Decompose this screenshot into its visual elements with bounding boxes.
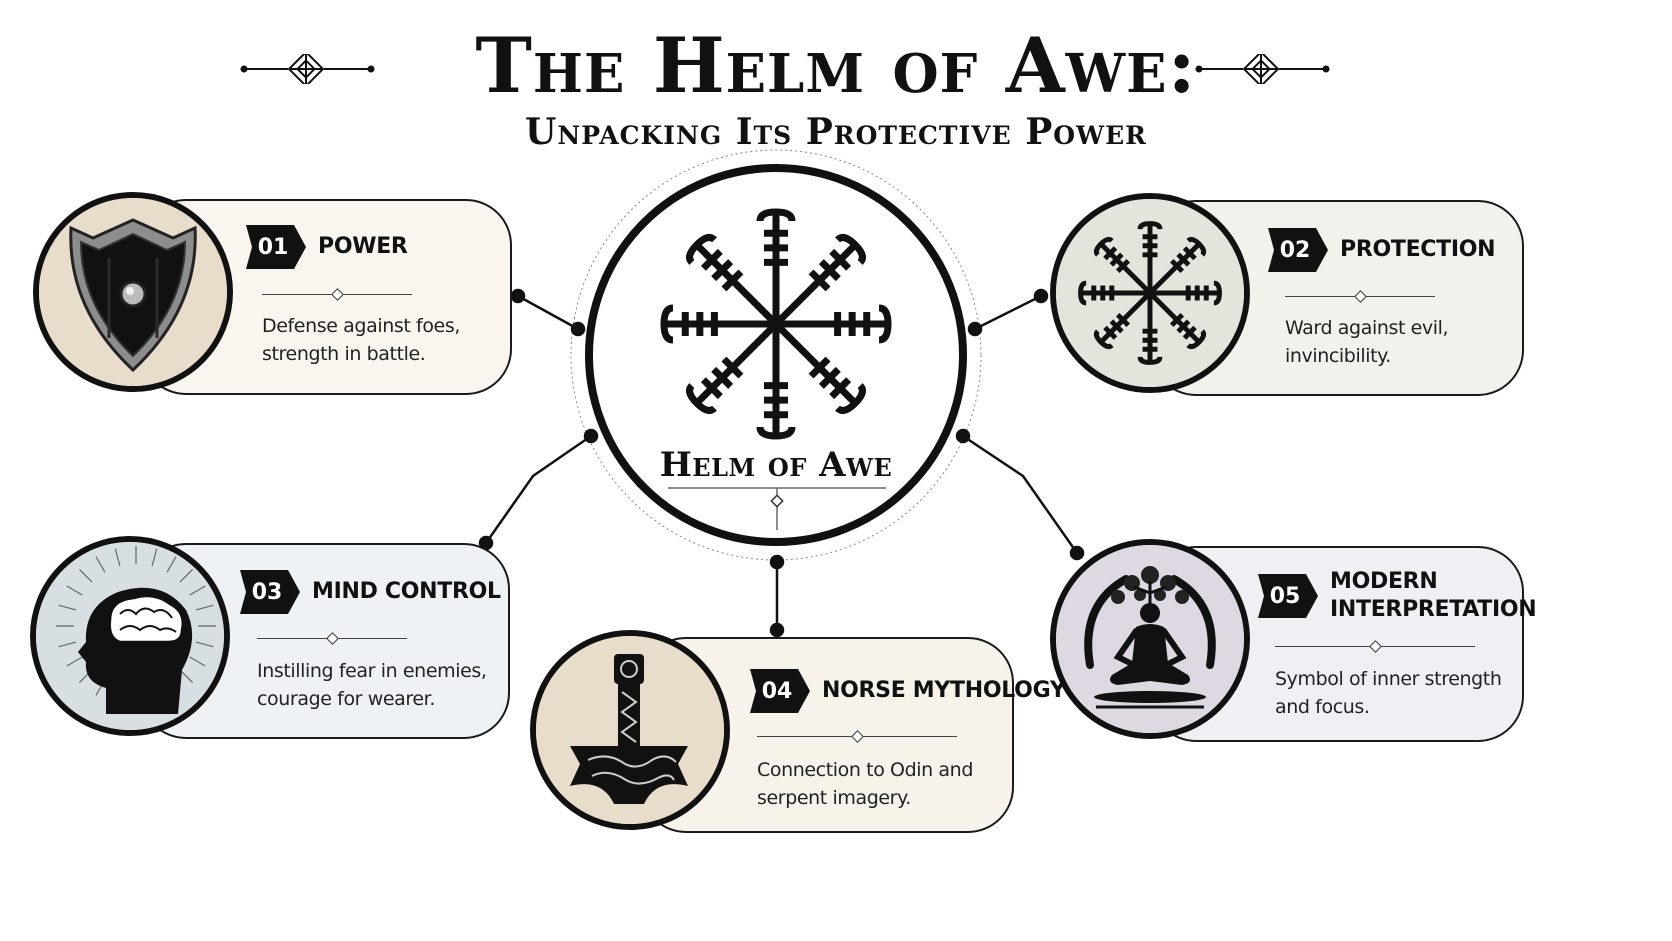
right-ornament-icon	[1195, 54, 1330, 84]
card-divider	[757, 730, 957, 743]
badge-03: 03	[240, 570, 300, 614]
center-node	[585, 164, 967, 546]
page-subtitle: Unpacking Its Protective Power	[525, 111, 1147, 153]
card-divider	[1285, 290, 1435, 303]
card-title-modern: MODERN	[1330, 569, 1438, 594]
helm-of-awe-small-icon	[1050, 193, 1250, 393]
left-ornament-icon	[240, 54, 375, 84]
card-title-power: POWER	[318, 234, 408, 259]
card-title-protection: PROTECTION	[1340, 237, 1496, 262]
card-divider	[262, 288, 412, 301]
card-divider	[257, 632, 407, 645]
meditation-tree-icon	[1050, 539, 1250, 739]
card-title-mind-control: MIND CONTROL	[312, 579, 501, 604]
card-desc-power: Defense against foes,strength in battle.	[262, 315, 460, 365]
card-title-interpretation: INTERPRETATION	[1330, 597, 1537, 622]
shield-icon	[33, 192, 233, 392]
badge-04: 04	[750, 669, 810, 713]
center-label: Helm of Awe	[659, 445, 893, 485]
card-divider	[1275, 640, 1475, 653]
card-title-norse-mythology: NORSE MYTHOLOGY	[822, 678, 1066, 703]
badge-02: 02	[1268, 228, 1328, 272]
page-title: The Helm of Awe:	[475, 21, 1197, 110]
card-desc-mind-control: Instilling fear in enemies,courage for w…	[257, 660, 487, 710]
badge-01: 01	[246, 225, 306, 269]
card-desc-protection: Ward against evil,invincibility.	[1285, 317, 1449, 367]
thors-hammer-icon	[530, 630, 730, 830]
brain-head-icon	[30, 536, 230, 736]
badge-05: 05	[1258, 574, 1318, 618]
